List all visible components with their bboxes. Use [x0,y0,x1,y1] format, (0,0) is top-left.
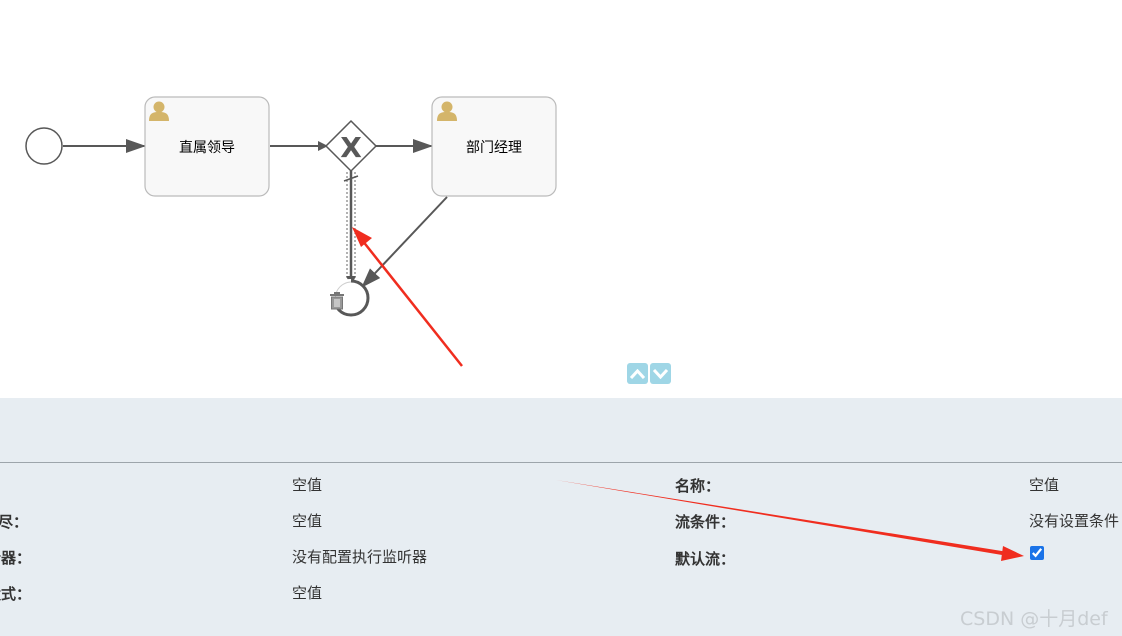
name-value[interactable]: 空值 [1029,476,1060,494]
default-flow-label: 默认流： [675,550,736,568]
user-task-department-manager[interactable]: 部门经理 [431,96,557,197]
property-label-3: 太式： [0,585,32,603]
default-flow-marker [343,175,359,182]
start-event[interactable] [25,127,63,165]
panel-divider [0,462,1122,463]
property-value-1[interactable]: 空值 [292,512,323,530]
watermark: CSDN @十月def [960,608,1108,630]
diagram-canvas[interactable]: 直属领导 X 部门经理 [0,0,1122,398]
flow-condition-label: 流条件： [675,513,736,531]
chevron-up-icon[interactable] [627,363,648,384]
chevron-down-icon[interactable] [650,363,671,384]
property-label-1: 尽： [0,513,29,531]
task-label: 部门经理 [466,140,522,156]
panel-collapse-controls [627,363,671,384]
properties-panel: 尽： 听器： 太式： 空值 空值 没有配置执行监听器 空值 名称： 流条件： 默… [0,398,1122,636]
process-diagram: 直属领导 X 部门经理 [25,96,557,317]
user-task-direct-leader[interactable]: 直属领导 [144,96,270,197]
property-value-0[interactable]: 空值 [292,476,323,494]
task-label: 直属领导 [179,139,235,156]
default-flow-checkbox[interactable] [1030,546,1044,560]
name-label: 名称： [675,477,721,495]
trash-icon[interactable] [330,292,344,310]
sequence-flow-gateway-end-selected[interactable] [343,171,359,286]
execution-listeners-value[interactable]: 没有配置执行监听器 [292,548,428,566]
user-icon [149,101,169,121]
exclusive-gateway-icon: X [340,131,362,164]
sequence-flow-task2-end[interactable] [361,196,448,288]
property-label-2: 听器： [0,549,32,567]
exclusive-gateway[interactable]: X [324,119,378,173]
flow-condition-value[interactable]: 没有设置条件 [1029,512,1120,530]
user-icon [437,101,457,121]
property-value-3[interactable]: 空值 [292,584,323,602]
